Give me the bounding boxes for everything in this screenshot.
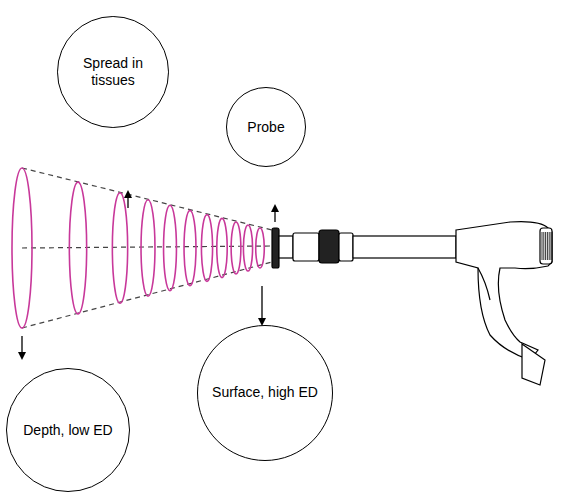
probe-collar [293,233,319,261]
wave-front [141,200,155,296]
wave-front [12,168,32,328]
label-circle: Depth, low ED [6,368,130,492]
label-circle: Spread in tissues [57,16,169,128]
knurl-line [547,232,548,260]
wave-cone [12,168,272,328]
leader-arrow [261,286,262,322]
label-circle: Surface, high ED [197,325,334,462]
circle-label: Spread in tissues [58,55,168,89]
circle-label: Probe [237,119,294,136]
wave-front [184,210,196,285]
probe-tip [272,228,279,268]
wave-front [256,228,265,268]
knurl-line [542,232,543,260]
trigger [478,268,490,300]
cable [522,344,545,385]
wave-front [231,222,241,274]
knurl-line [551,232,552,260]
wave-front [201,215,212,282]
knurling [542,232,551,260]
leader-arrow [127,194,128,208]
cone-edge [22,168,272,230]
circle-label: Surface, high ED [202,384,328,401]
label-circle: Probe [226,87,306,167]
wave-front [69,182,86,314]
wave-front [112,193,127,304]
wave-front [217,218,227,277]
knurl-line [549,232,550,260]
end-cap [540,228,552,264]
probe-collar [339,233,353,261]
cone-axis [22,246,272,248]
wave-front [164,205,177,290]
handle [456,222,552,360]
wave-front [243,225,252,271]
leader-arrow [21,336,22,356]
probe-neck [279,236,293,258]
leader-arrow [274,208,275,222]
knurl-line [543,232,544,260]
barrel [353,236,456,258]
probe-ring [319,230,339,263]
knurl-line [545,232,546,260]
circle-label: Depth, low ED [13,422,122,439]
